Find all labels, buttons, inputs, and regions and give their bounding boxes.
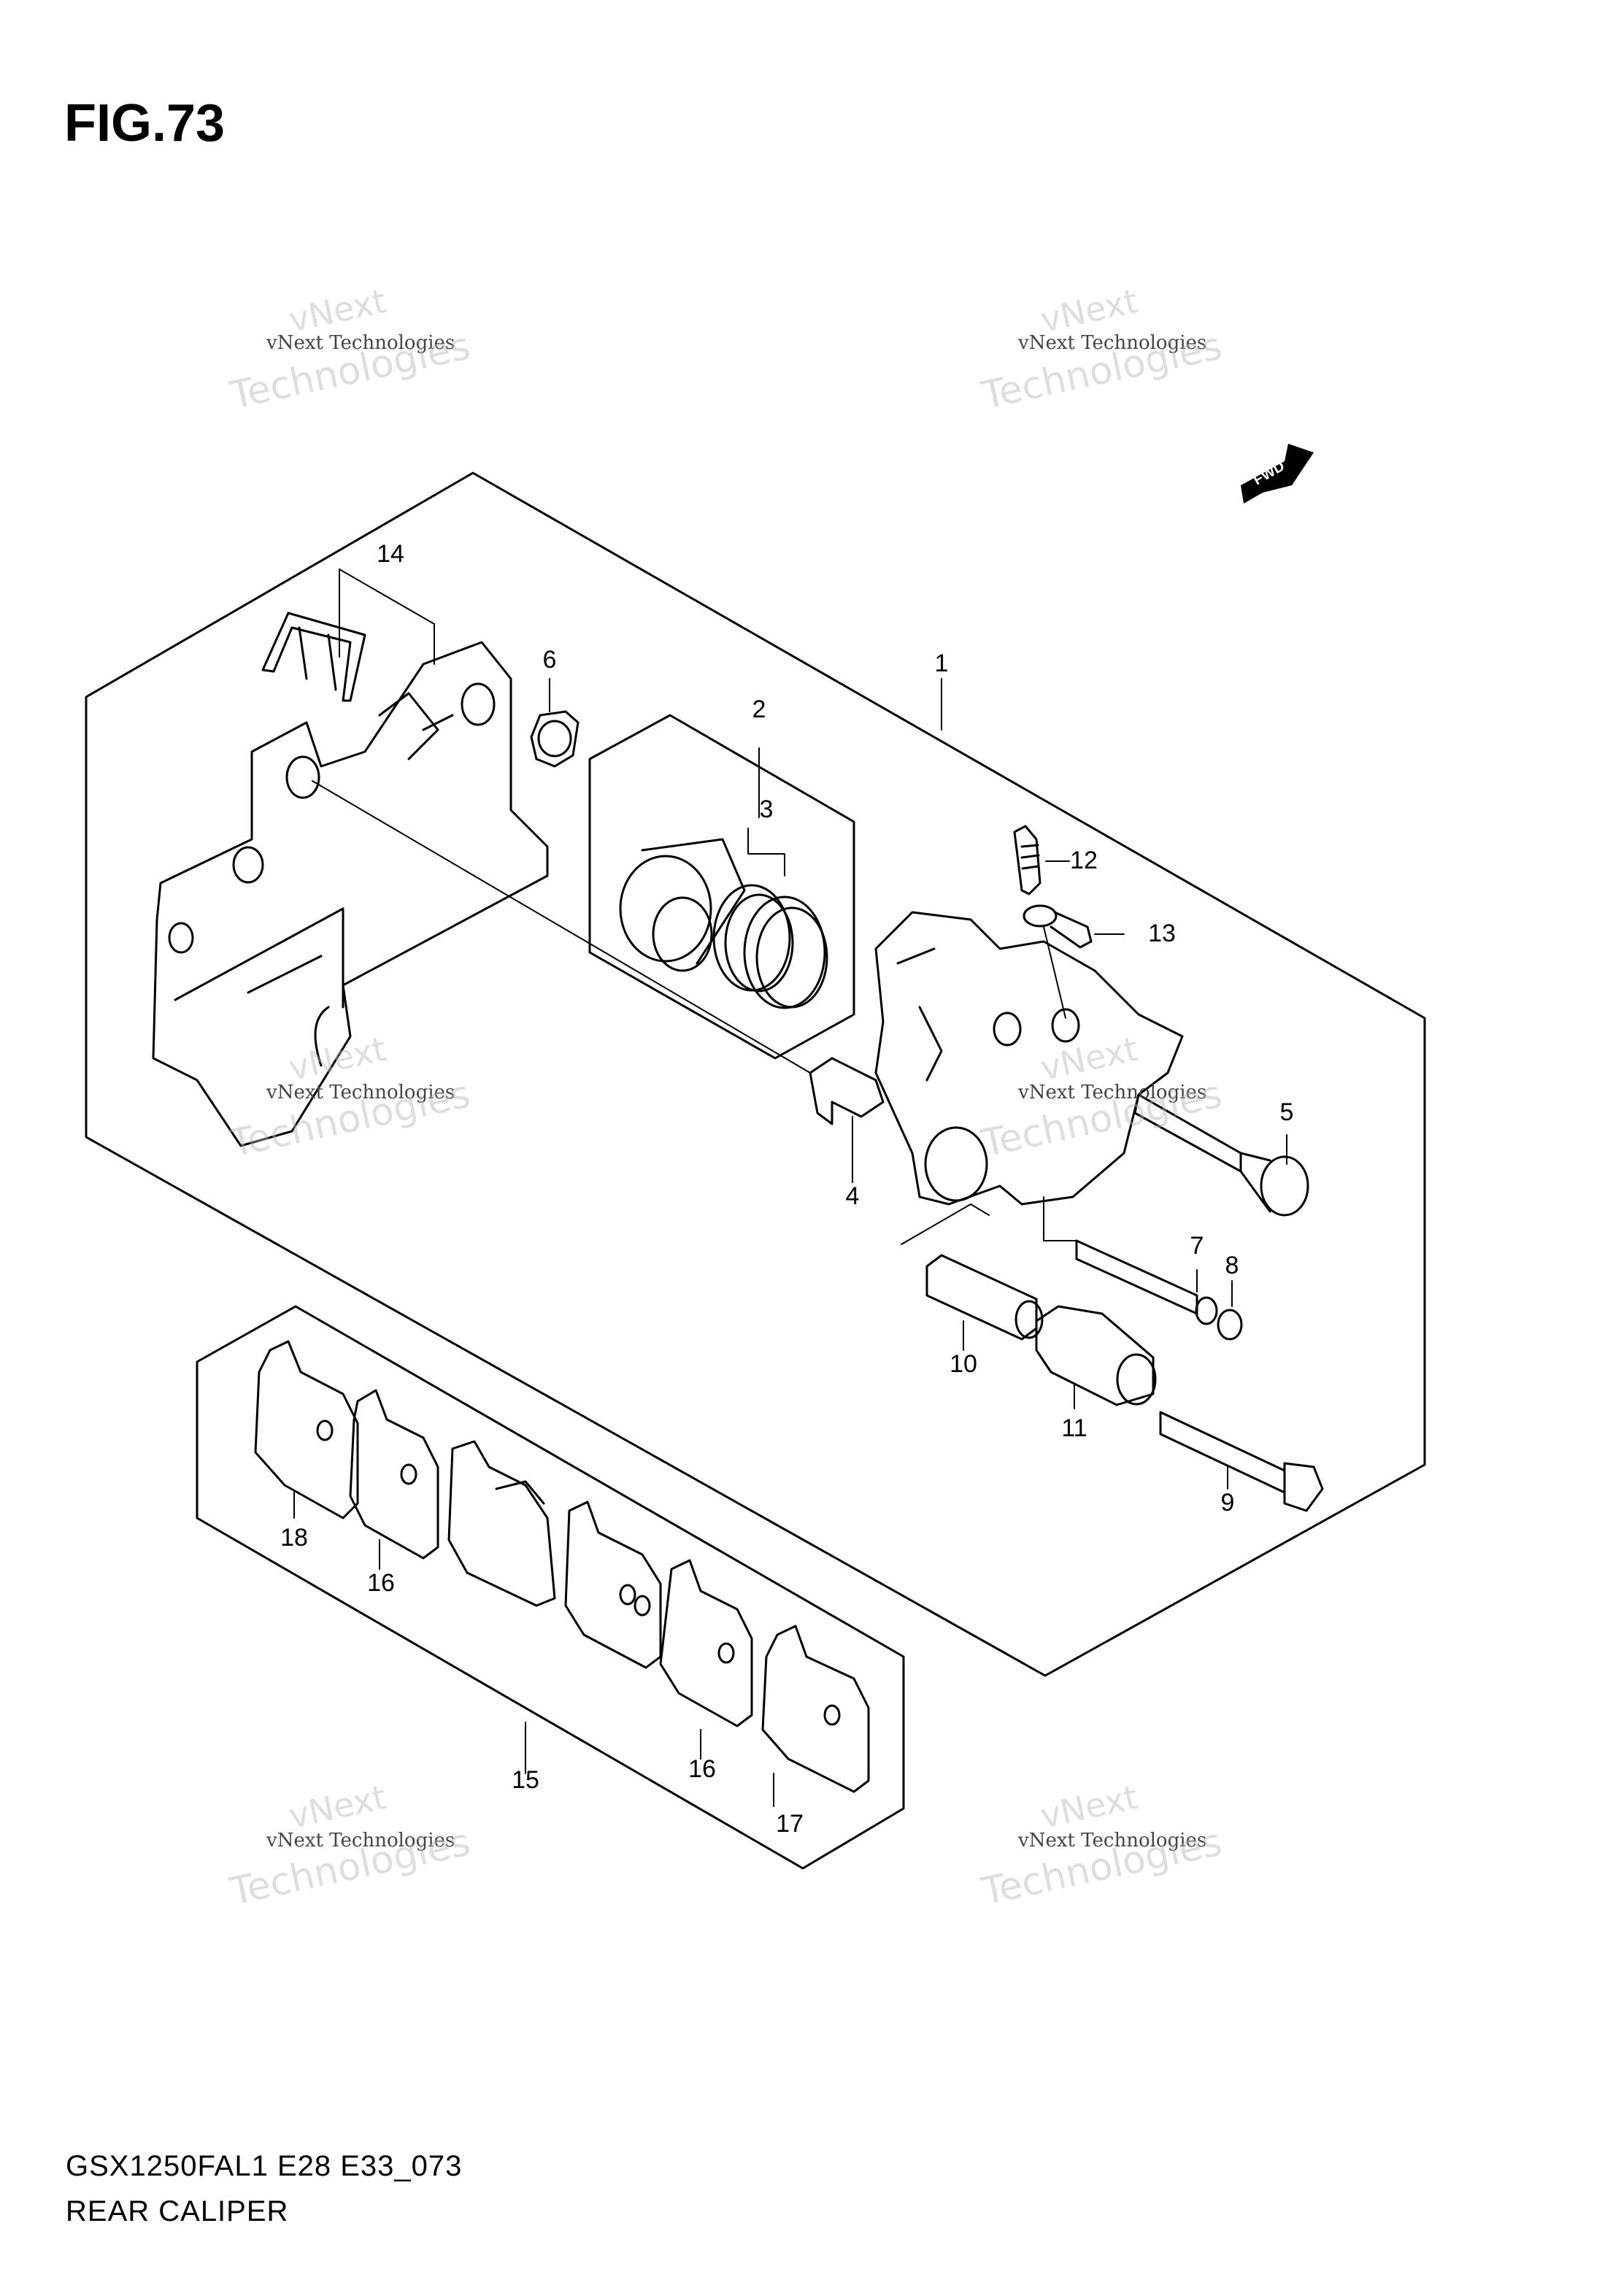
- svg-text:vNext Technologies: vNext Technologies: [266, 1830, 455, 1852]
- brake-pad-16d: [659, 1559, 753, 1727]
- brake-pad-shim-18: [254, 1340, 359, 1519]
- svg-text:vNext: vNext: [1037, 1777, 1141, 1836]
- callout-16a: 16: [367, 1569, 395, 1597]
- callout-6: 6: [543, 646, 557, 674]
- leader-bracket-to-clip: [312, 780, 811, 1074]
- callout-12: 12: [1070, 847, 1098, 874]
- svg-text:vNext: vNext: [1037, 1029, 1141, 1088]
- callout-leaders: [293, 569, 1287, 1807]
- callout-16b: 16: [688, 1755, 716, 1783]
- watermark-mid-right: vNext Technologies vNext Technologies: [977, 1029, 1225, 1166]
- brake-pad-16c: [564, 1501, 662, 1669]
- section-name: REAR CALIPER: [66, 2195, 289, 2227]
- callout-9: 9: [1221, 1489, 1235, 1517]
- caliper-body-drawing: [874, 911, 1184, 1206]
- assembly-outline: [85, 471, 1426, 1677]
- bleeder-valve-drawing: [1013, 825, 1041, 895]
- slide-pin-drawing: [1075, 1239, 1243, 1341]
- watermark-top-right: vNext Technologies vNext Technologies: [977, 281, 1225, 418]
- bleeder-cap-drawing: [1023, 904, 1093, 949]
- figure-title: FIG.73: [64, 94, 226, 153]
- callout-7: 7: [1190, 1232, 1204, 1260]
- model-code: GSX1250FAL1 E28 E33_073: [66, 2150, 463, 2182]
- callout-8: 8: [1225, 1252, 1239, 1279]
- callout-1: 1: [935, 650, 949, 677]
- pad-clip-drawing: [809, 1057, 885, 1125]
- callout-4: 4: [846, 1182, 860, 1210]
- watermark-mid-left: vNext Technologies vNext Technologies: [226, 1029, 474, 1166]
- svg-text:vNext: vNext: [285, 1777, 390, 1836]
- watermark-bottom-right: vNext Technologies vNext Technologies: [977, 1777, 1225, 1914]
- pin-bolt-long-drawing: [1133, 1093, 1309, 1217]
- svg-text:vNext Technologies: vNext Technologies: [1017, 1082, 1206, 1103]
- watermark-top-left: vNext Technologies vNext Technologies: [226, 281, 474, 418]
- callout-15: 15: [512, 1766, 539, 1794]
- svg-text:vNext Technologies: vNext Technologies: [1017, 1830, 1206, 1852]
- svg-text:vNext: vNext: [285, 281, 390, 340]
- callout-2: 2: [752, 696, 766, 723]
- brake-pad-16b-backing: [447, 1440, 556, 1607]
- brake-pad-16a: [349, 1389, 439, 1560]
- callout-5: 5: [1280, 1098, 1294, 1126]
- svg-text:vNext: vNext: [285, 1029, 390, 1088]
- grommet-drawing: [530, 710, 580, 768]
- svg-text:vNext Technologies: vNext Technologies: [266, 332, 455, 354]
- piston-seals-drawing: [712, 884, 828, 1009]
- watermark-bottom-left: vNext Technologies vNext Technologies: [226, 1777, 474, 1914]
- callout-10: 10: [950, 1350, 977, 1378]
- pad-spring-drawing: [261, 612, 366, 702]
- svg-text:vNext: vNext: [1037, 281, 1141, 340]
- caliper-bracket-drawing: [152, 641, 549, 1147]
- callout-3: 3: [760, 795, 774, 823]
- piston-group-outline: [588, 714, 855, 1060]
- svg-text:vNext Technologies: vNext Technologies: [266, 1082, 455, 1103]
- callout-14: 14: [377, 540, 404, 568]
- callout-17: 17: [776, 1810, 804, 1838]
- piston-drawing: [619, 838, 746, 972]
- callout-numbers: 1 2 3 4 5 6 7 8 9 10 11 12 13 14 15 16 1…: [280, 540, 1293, 1838]
- svg-text:vNext Technologies: vNext Technologies: [1017, 332, 1206, 354]
- forward-direction-badge: FWD: [1241, 444, 1314, 504]
- boot-drawing: [1035, 1305, 1157, 1406]
- brake-pad-shim-17: [761, 1625, 870, 1793]
- watermarks: vNext Technologies vNext Technologies vN…: [226, 281, 1225, 1914]
- brake-pads-group-outline: [196, 1305, 905, 1870]
- callout-18: 18: [280, 1524, 308, 1552]
- mounting-bolt-drawing: [1159, 1411, 1324, 1512]
- callout-13: 13: [1148, 920, 1176, 947]
- callout-11: 11: [1061, 1414, 1087, 1442]
- slide-sleeve-drawing: [925, 1254, 1044, 1341]
